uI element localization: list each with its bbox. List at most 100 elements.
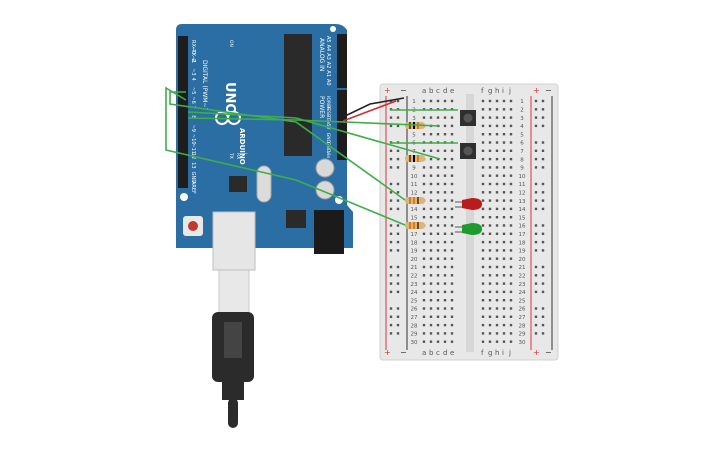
breadboard-hole[interactable] — [509, 182, 513, 186]
breadboard-hole[interactable] — [443, 133, 447, 136]
breadboard-hole[interactable] — [443, 290, 447, 294]
breadboard-hole[interactable] — [481, 124, 485, 128]
breadboard-hole[interactable] — [422, 99, 426, 103]
breadboard-hole[interactable] — [443, 282, 447, 285]
breadboard-hole[interactable] — [436, 332, 440, 335]
breadboard-hole[interactable] — [450, 149, 454, 152]
breadboard-hole[interactable] — [502, 315, 506, 318]
breadboard-hole[interactable] — [422, 133, 426, 136]
breadboard-hole[interactable] — [509, 108, 513, 111]
breadboard-hole[interactable] — [502, 274, 506, 277]
breadboard-hole[interactable] — [436, 191, 440, 194]
breadboard-hole[interactable] — [450, 315, 454, 318]
breadboard-hole[interactable] — [509, 141, 513, 144]
rail-hole[interactable] — [396, 290, 400, 294]
breadboard-hole[interactable] — [422, 249, 426, 252]
rail-hole[interactable] — [389, 232, 393, 235]
breadboard-hole[interactable] — [422, 307, 426, 310]
breadboard-hole[interactable] — [509, 315, 513, 318]
rail-hole[interactable] — [389, 315, 393, 318]
breadboard-hole[interactable] — [450, 307, 454, 310]
breadboard-hole[interactable] — [481, 290, 485, 294]
breadboard-hole[interactable] — [509, 149, 513, 152]
rail-hole[interactable] — [389, 207, 393, 211]
breadboard-hole[interactable] — [443, 232, 447, 235]
breadboard-hole[interactable] — [502, 340, 506, 343]
breadboard-hole[interactable] — [450, 240, 454, 244]
breadboard-hole[interactable] — [509, 157, 513, 161]
breadboard-hole[interactable] — [495, 224, 499, 227]
breadboard-hole[interactable] — [450, 174, 454, 177]
breadboard-hole[interactable] — [481, 323, 485, 327]
breadboard-hole[interactable] — [429, 149, 433, 152]
rail-hole[interactable] — [534, 99, 538, 103]
breadboard-hole[interactable] — [422, 274, 426, 277]
breadboard-hole[interactable] — [495, 240, 499, 244]
rail-hole[interactable] — [389, 274, 393, 277]
breadboard-hole[interactable] — [443, 332, 447, 335]
rail-hole[interactable] — [534, 124, 538, 128]
breadboard-hole[interactable] — [450, 282, 454, 285]
breadboard-hole[interactable] — [481, 141, 485, 144]
breadboard-hole[interactable] — [443, 116, 447, 119]
breadboard-hole[interactable] — [488, 108, 492, 111]
breadboard-hole[interactable] — [429, 299, 433, 302]
breadboard-hole[interactable] — [429, 265, 433, 269]
breadboard-hole[interactable] — [481, 265, 485, 269]
breadboard-hole[interactable] — [488, 282, 492, 285]
rail-hole[interactable] — [389, 249, 393, 252]
breadboard-hole[interactable] — [422, 191, 426, 194]
breadboard-hole[interactable] — [436, 282, 440, 285]
rail-hole[interactable] — [534, 157, 538, 161]
breadboard-hole[interactable] — [502, 157, 506, 161]
breadboard-hole[interactable] — [450, 133, 454, 136]
breadboard-hole[interactable] — [509, 240, 513, 244]
breadboard-hole[interactable] — [436, 99, 440, 103]
breadboard-hole[interactable] — [436, 323, 440, 327]
breadboard-hole[interactable] — [481, 257, 485, 260]
rail-hole[interactable] — [534, 307, 538, 310]
breadboard-hole[interactable] — [502, 182, 506, 186]
breadboard-hole[interactable] — [443, 124, 447, 128]
breadboard-hole[interactable] — [422, 207, 426, 211]
resistor[interactable] — [405, 222, 425, 229]
breadboard-hole[interactable] — [495, 116, 499, 119]
rail-hole[interactable] — [396, 232, 400, 235]
rail-hole[interactable] — [541, 141, 545, 144]
breadboard-hole[interactable] — [436, 290, 440, 294]
breadboard-hole[interactable] — [509, 282, 513, 285]
rail-hole[interactable] — [534, 282, 538, 285]
rail-hole[interactable] — [396, 191, 400, 194]
breadboard-hole[interactable] — [502, 141, 506, 144]
breadboard-hole[interactable] — [450, 323, 454, 327]
breadboard-hole[interactable] — [450, 182, 454, 186]
breadboard-hole[interactable] — [450, 332, 454, 335]
rail-hole[interactable] — [541, 274, 545, 277]
usb-port[interactable] — [212, 211, 256, 271]
breadboard-hole[interactable] — [481, 116, 485, 119]
breadboard-hole[interactable] — [429, 323, 433, 327]
breadboard-hole[interactable] — [509, 257, 513, 260]
breadboard-hole[interactable] — [436, 174, 440, 177]
rail-hole[interactable] — [541, 149, 545, 152]
breadboard-hole[interactable] — [450, 116, 454, 119]
rail-hole[interactable] — [389, 124, 393, 128]
breadboard-hole[interactable] — [495, 199, 499, 202]
breadboard-hole[interactable] — [509, 174, 513, 177]
breadboard-hole[interactable] — [495, 108, 499, 111]
breadboard-hole[interactable] — [443, 249, 447, 252]
breadboard-hole[interactable] — [502, 99, 506, 103]
rail-hole[interactable] — [389, 157, 393, 161]
breadboard-hole[interactable] — [509, 232, 513, 235]
breadboard-hole[interactable] — [450, 199, 454, 202]
rail-hole[interactable] — [541, 166, 545, 169]
breadboard-hole[interactable] — [488, 174, 492, 177]
breadboard-hole[interactable] — [488, 141, 492, 144]
breadboard-hole[interactable] — [502, 174, 506, 177]
breadboard-hole[interactable] — [422, 323, 426, 327]
rail-hole[interactable] — [534, 149, 538, 152]
breadboard-hole[interactable] — [502, 299, 506, 302]
breadboard-hole[interactable] — [481, 108, 485, 111]
breadboard-hole[interactable] — [509, 224, 513, 227]
rail-hole[interactable] — [389, 307, 393, 310]
